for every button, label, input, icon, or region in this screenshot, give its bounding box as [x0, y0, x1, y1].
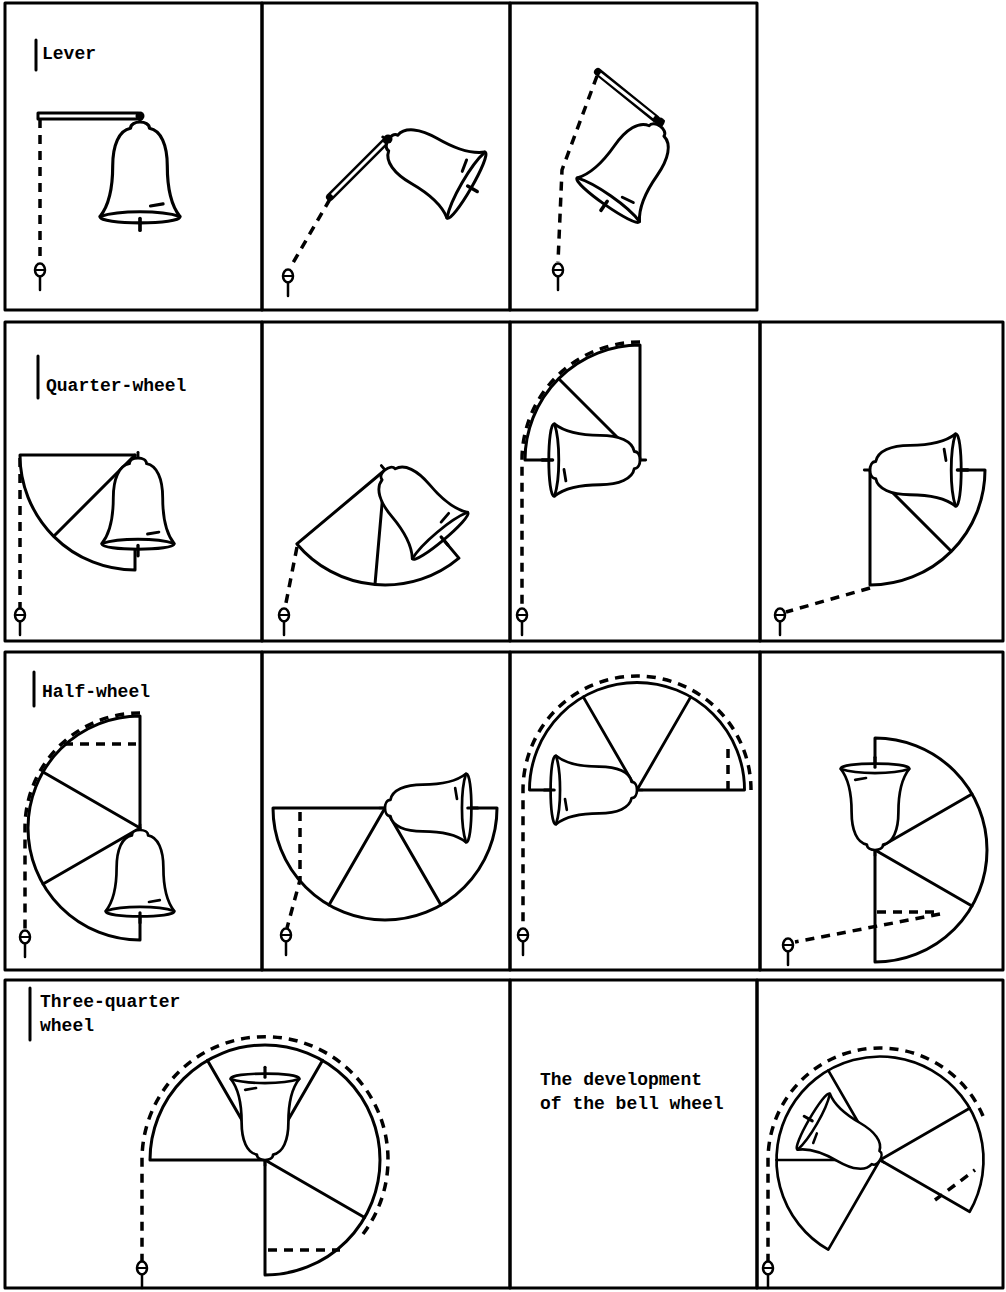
drawing-part: [364, 104, 496, 224]
drawing-part: [788, 1088, 901, 1190]
drawing-part: [598, 72, 656, 119]
row-title-holder: Lever: [42, 42, 182, 66]
drawing-part: [18, 458, 22, 608]
drawing-part: [29, 988, 32, 1040]
drawing-part: [102, 452, 174, 556]
row-title-holder: Half-wheel: [42, 680, 202, 704]
drawing-part: [35, 264, 45, 291]
drawing-part: [517, 609, 527, 636]
row-title: Quarter-wheel: [46, 374, 236, 398]
drawing-part: [136, 112, 145, 121]
drawing-part: [281, 929, 291, 956]
drawing-part: [330, 141, 386, 197]
half-wheel-stage-4: [783, 738, 987, 965]
drawing-part: [262, 3, 510, 310]
drawing-part: [739, 1019, 1006, 1292]
drawing-part: [279, 609, 289, 636]
quarter-wheel-stage-4: [775, 434, 985, 635]
drawing-part: [786, 588, 870, 612]
drawing-part: [763, 1262, 773, 1289]
drawing-part: [285, 547, 297, 608]
drawing-part: [544, 756, 642, 824]
drawing-part: [783, 939, 793, 966]
drawing-part: [33, 672, 36, 706]
drawing-part: [332, 143, 384, 195]
row-title-holder: Three-quarter wheel: [40, 990, 190, 1038]
drawing-part: [760, 652, 1003, 970]
drawing-part: [384, 135, 393, 144]
drawing-part: [268, 1248, 340, 1252]
drawing-part: [760, 322, 1003, 641]
drawing-part: [5, 980, 510, 1288]
half-wheel-stage-2: [273, 774, 497, 955]
drawing-part: [5, 322, 262, 641]
drawing-part: [656, 118, 665, 127]
drawing-part: [354, 442, 476, 568]
drawing-part: [510, 3, 757, 310]
drawing-part: [231, 1067, 299, 1165]
lever-stage-3: [553, 72, 695, 290]
half-wheel-stage-3: [518, 676, 751, 955]
drawing-part: [935, 1170, 975, 1200]
lever-stage-2: [283, 104, 496, 296]
drawing-part: [542, 424, 646, 496]
drawing-part: [35, 40, 38, 70]
drawing-part: [570, 99, 695, 232]
row-title: Half-wheel: [42, 680, 202, 704]
drawing-part: [380, 774, 478, 842]
drawing-part: [600, 74, 654, 117]
row-title: Three-quarter wheel: [40, 990, 190, 1038]
three-quarter-wheel-stage-1: [137, 1037, 388, 1288]
drawing-part: [64, 742, 136, 746]
drawing-part: [37, 356, 40, 398]
drawing-part: [5, 652, 262, 970]
drawing-part: [38, 113, 138, 119]
drawing-part: [106, 825, 174, 923]
drawing-part: [5, 3, 262, 310]
drawing-part: [510, 980, 757, 1288]
label-bars: [30, 40, 38, 1040]
row-title: Lever: [42, 42, 182, 66]
lever-stage-1: [35, 112, 180, 291]
row-title-holder: Quarter-wheel: [46, 374, 236, 398]
drawing-part: [726, 745, 730, 790]
quarter-wheel-stage-1: [15, 452, 174, 635]
drawing-part: [262, 322, 510, 641]
drawing-part: [523, 676, 751, 928]
drawing-part: [137, 1262, 147, 1289]
drawing-part: [553, 264, 563, 291]
drawing-part: [283, 270, 293, 297]
drawing-part: [15, 609, 25, 636]
caption-holder: The development of the bell wheel: [540, 1068, 730, 1116]
drawing-part: [510, 322, 760, 641]
drawing-part: [841, 757, 909, 855]
caption: The development of the bell wheel: [540, 1068, 730, 1116]
drawing-part: [38, 119, 42, 262]
three-quarter-wheel-stage-2: [739, 1019, 1006, 1292]
drawing-part: [864, 434, 968, 506]
quarter-wheel-stage-2: [279, 442, 476, 635]
drawing-part: [20, 931, 30, 958]
drawing-part: [100, 116, 180, 230]
drawing-part: [290, 199, 330, 268]
drawing-part: [795, 912, 940, 942]
half-wheel-stage-1: [20, 713, 174, 957]
drawing-part: [287, 812, 300, 928]
drawing-part: [150, 1045, 380, 1275]
quarter-wheel-stage-3: [517, 342, 646, 635]
drawing-part: [518, 929, 528, 956]
drawing-part: [775, 609, 785, 636]
drawing-part: [262, 652, 510, 970]
drawing-part: [510, 652, 760, 970]
